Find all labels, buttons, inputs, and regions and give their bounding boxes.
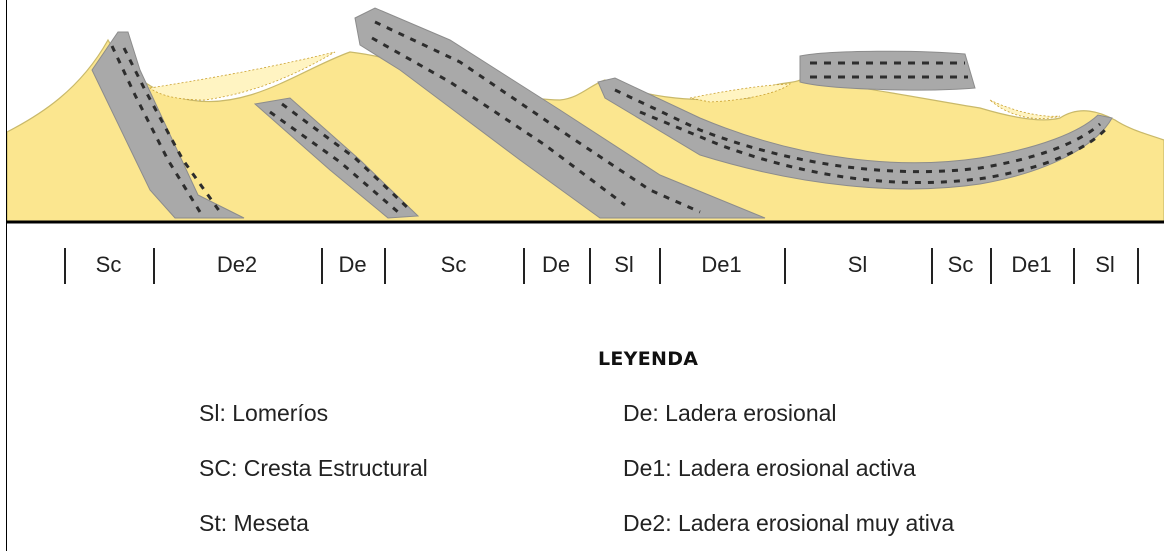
segment-label-de: De [541,252,571,277]
legend-item-sc: SC: Cresta Estructural [199,455,428,481]
segment-label-sl: Sl [1095,252,1115,277]
terrain-cross-section [6,7,1164,224]
legend-item-de1: De1: Ladera erosional activa [623,455,916,481]
strata-band-2 [253,97,420,219]
legend-item-sl: Sl: Lomeríos [199,400,329,426]
segment-tick [523,248,525,284]
legend-item-de2: De2: Ladera erosional muy ativa [623,510,955,536]
left-border-line [6,0,7,551]
segment-label-sl: Sl [847,252,868,277]
segment-tick [990,248,992,284]
segment-label-sc: Sc [95,252,122,277]
strata-band-cap [799,50,976,91]
segment-tick [153,248,155,284]
segment-tick [659,248,661,284]
segment-label-sc: Sc [440,252,467,277]
strata-band-4 [597,77,1113,190]
segment-label-de1: De1 [1011,252,1052,277]
strata-band-1 [91,31,245,219]
segment-tick [1137,248,1139,284]
legend-item-st: St: Meseta [199,510,309,536]
strata-band-3 [354,7,766,219]
segment-tick [589,248,591,284]
segment-label-sc: Sc [947,252,974,277]
legend-item-de: De: Ladera erosional [623,400,837,426]
legend-title: LEYENDA [598,348,699,370]
regolith-patches [149,51,1061,119]
segment-tick [1073,248,1075,284]
segment-label-de2: De2 [216,252,258,277]
segment-tick [784,248,786,284]
segment-label-sl: Sl [614,252,634,277]
segment-tick [931,248,933,284]
segment-tick [321,248,323,284]
segment-label-de1: De1 [701,252,742,277]
segment-tick [64,248,66,284]
segment-tick [384,248,386,284]
segment-label-de: De [338,252,367,277]
